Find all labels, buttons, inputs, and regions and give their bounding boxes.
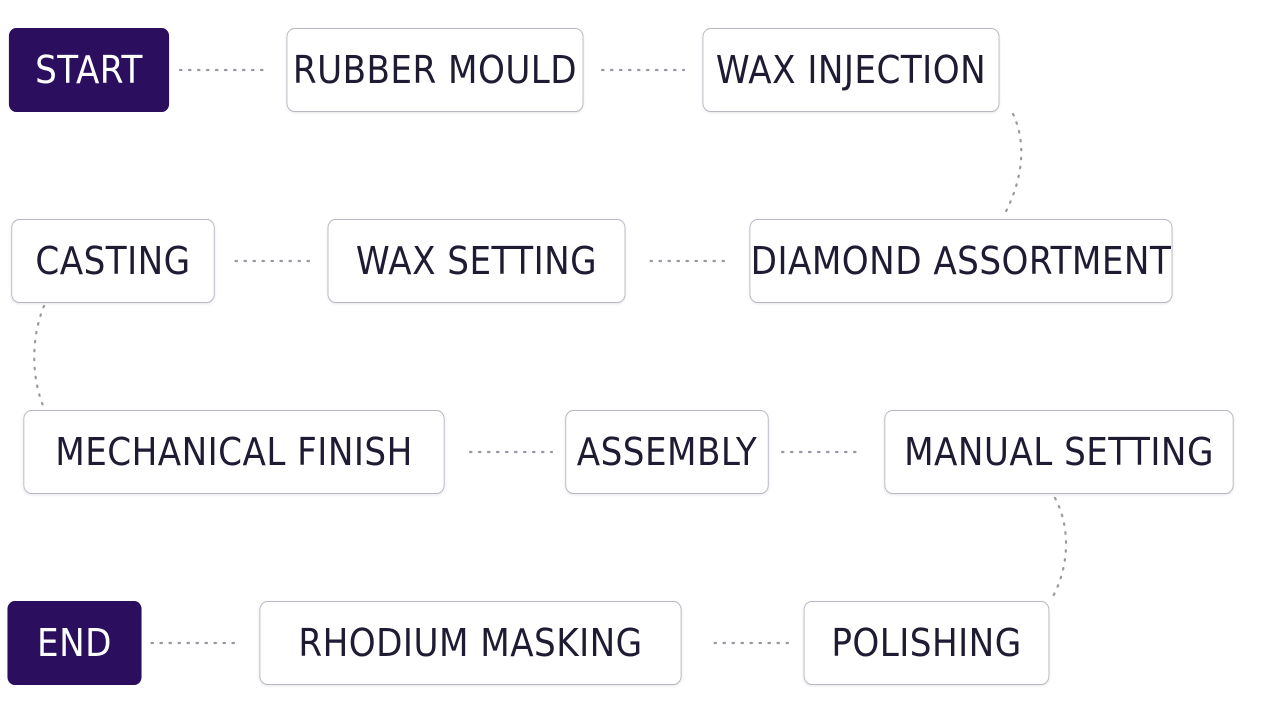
end-node-label: END: [37, 621, 112, 665]
start-node: START: [8, 28, 170, 112]
wax-setting-label: WAX SETTING: [355, 239, 598, 283]
mechanical-finish-label: MECHANICAL FINISH: [55, 430, 413, 474]
rubber-mould-label: RUBBER MOULD: [292, 48, 578, 92]
polishing-step: POLISHING: [803, 601, 1050, 685]
start-node-label: START: [35, 48, 143, 92]
rubber-mould-step: RUBBER MOULD: [286, 28, 584, 112]
manual-setting-label: MANUAL SETTING: [904, 430, 1214, 474]
connector-manual-setting-to-polishing: [1050, 496, 1068, 600]
wax-injection-step: WAX INJECTION: [702, 28, 1000, 112]
connector-wax-injection-to-diamond-assortment: [1001, 112, 1023, 219]
connector-casting-to-mechanical-finish: [33, 304, 46, 410]
rhodium-masking-step: RHODIUM MASKING: [259, 601, 682, 685]
wax-injection-label: WAX INJECTION: [715, 48, 987, 92]
casting-label: CASTING: [35, 239, 191, 283]
assembly-step: ASSEMBLY: [565, 410, 769, 494]
manual-setting-step: MANUAL SETTING: [884, 410, 1234, 494]
rhodium-masking-label: RHODIUM MASKING: [298, 621, 643, 665]
polishing-label: POLISHING: [831, 621, 1022, 665]
diamond-assortment-step: DIAMOND ASSORTMENT: [749, 219, 1173, 303]
end-node: END: [7, 601, 142, 685]
casting-step: CASTING: [11, 219, 215, 303]
diamond-assortment-label: DIAMOND ASSORTMENT: [750, 239, 1172, 283]
wax-setting-step: WAX SETTING: [327, 219, 626, 303]
assembly-label: ASSEMBLY: [576, 430, 758, 474]
mechanical-finish-step: MECHANICAL FINISH: [23, 410, 445, 494]
